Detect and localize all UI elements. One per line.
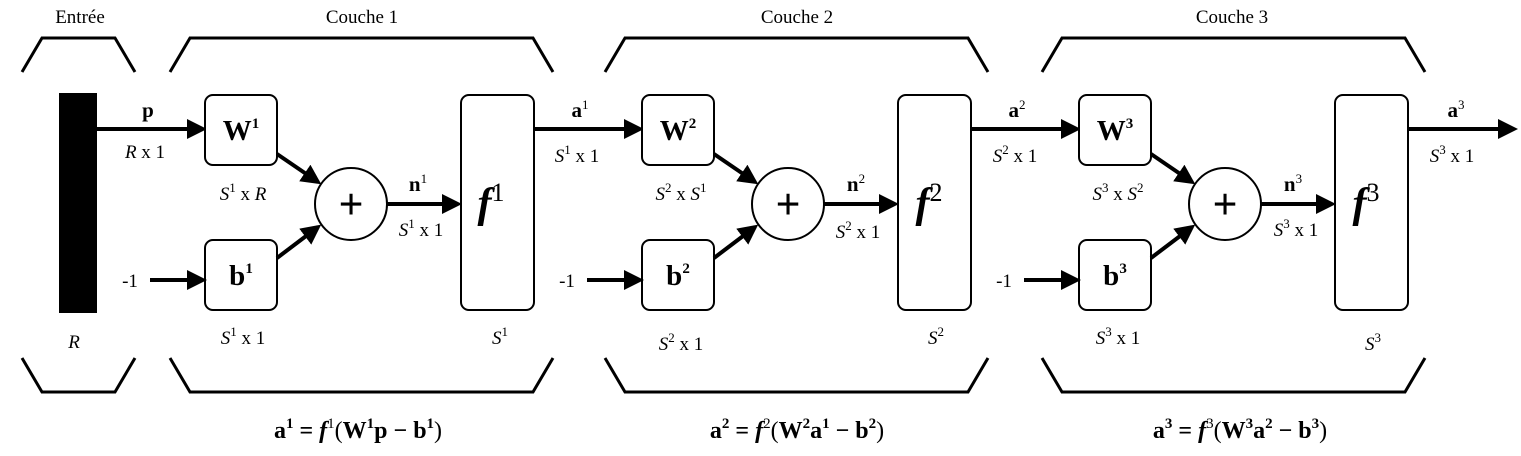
layer1-header: Couche 1 — [326, 7, 398, 28]
layer3-header: Couche 3 — [1196, 7, 1268, 28]
layer3-bias-input: -1 — [996, 271, 1012, 292]
top-brackets — [20, 36, 1427, 73]
input-bottom-bracket — [20, 357, 137, 394]
layer3: W3 S3 x S2 b3 S3 x 1 -1 + n3 S3 x 1 f3 S… — [996, 94, 1518, 444]
layer3-output-dimension: S3 x 1 — [1430, 142, 1475, 167]
layer3-transfer-function-symbol: f3 — [1353, 178, 1380, 227]
layer1-weight-dimension: S1 x R — [220, 180, 267, 205]
layer3-top-bracket — [1040, 36, 1427, 73]
layer1-net-input-dimension: S1 x 1 — [399, 216, 444, 241]
layer1-neuron-count: S1 — [492, 324, 508, 349]
layer2-neuron-count: S2 — [928, 324, 944, 349]
layer2-top-bracket — [603, 36, 990, 73]
layer2-weight-box — [641, 94, 715, 166]
layer3-net-input-dimension: S3 x 1 — [1274, 216, 1319, 241]
input-vector-bar — [59, 93, 97, 313]
layer1-weight-symbol: W1 — [223, 115, 260, 147]
layer1-transfer-function-box — [460, 94, 535, 311]
layer3-equation: a3 = f3(W3a2 − b3) — [1153, 416, 1327, 444]
layer1-output-dimension: S1 x 1 — [555, 142, 600, 167]
layer3-bias-to-sum-arrow — [1149, 224, 1196, 260]
layer3-plus-sign: + — [1212, 180, 1237, 229]
layer1-equation: a1 = f1(W1p − b1) — [274, 416, 442, 444]
layer1-top-bracket — [168, 36, 555, 73]
layer2-output-dimension: S2 x 1 — [993, 142, 1038, 167]
layer1-output-symbol: a1 — [572, 97, 589, 122]
layer2-bias-input: -1 — [559, 271, 575, 292]
layer2-net-input-symbol: n2 — [847, 171, 865, 196]
layer3-bias-symbol: b3 — [1103, 260, 1127, 292]
layer1-transfer-function-symbol: f1 — [478, 178, 505, 227]
layer2-output-symbol: a2 — [1009, 97, 1026, 122]
layer2-header: Couche 2 — [761, 7, 833, 28]
layer3-bottom-bracket — [1040, 357, 1427, 394]
layer2: W2 S2 x S1 b2 S2 x 1 -1 + n2 S2 x 1 f2 S… — [559, 94, 1081, 444]
layer2-bias-symbol: b2 — [666, 260, 690, 292]
layer1-plus-sign: + — [338, 180, 363, 229]
layer1-bias-input: -1 — [122, 271, 138, 292]
input-top-bracket — [20, 36, 137, 73]
layer3-net-input-symbol: n3 — [1284, 171, 1302, 196]
layer1-bottom-bracket — [168, 357, 555, 394]
layer2-weight-to-sum-arrow — [712, 152, 759, 185]
layer2-net-input-dimension: S2 x 1 — [836, 218, 881, 243]
layer3-transfer-function-box — [1334, 94, 1409, 311]
layer2-weight-dimension: S2 x S1 — [656, 180, 707, 205]
layer1-weight-box — [204, 94, 278, 166]
layer3-weight-dimension: S3 x S2 — [1093, 180, 1144, 205]
layer1-weight-to-sum-arrow — [275, 152, 322, 185]
input-header: Entrée — [55, 7, 105, 28]
layer3-neuron-count: S3 — [1365, 330, 1381, 355]
layer2-equation: a2 = f2(W2a1 − b2) — [710, 416, 884, 444]
layer2-weight-symbol: W2 — [660, 115, 697, 147]
layer3-bias-dimension: S3 x 1 — [1096, 324, 1141, 349]
input-symbol: p — [142, 98, 154, 122]
layer3-weight-symbol: W3 — [1097, 115, 1134, 147]
bottom-brackets — [20, 357, 1427, 394]
layer3-weight-box — [1078, 94, 1152, 166]
layer2-plus-sign: + — [775, 180, 800, 229]
input-size-label: R — [67, 332, 80, 353]
layer1-bias-to-sum-arrow — [275, 224, 322, 260]
layer2-bias-to-sum-arrow — [712, 224, 759, 260]
layer3-weight-to-sum-arrow — [1149, 152, 1196, 185]
layer2-bias-dimension: S2 x 1 — [659, 330, 704, 355]
layer2-transfer-function-symbol: f2 — [916, 178, 943, 227]
layer2-transfer-function-box — [897, 94, 972, 311]
input-dimension: R x 1 — [124, 142, 165, 163]
layer1-bias-symbol: b1 — [229, 260, 253, 292]
layer1-bias-dimension: S1 x 1 — [221, 324, 266, 349]
layer2-bottom-bracket — [603, 357, 990, 394]
layer1: W1 S1 x R b1 S1 x 1 -1 + n1 S1 x 1 f1 S1… — [122, 94, 644, 444]
layer1-net-input-symbol: n1 — [409, 171, 427, 196]
layer3-output-symbol: a3 — [1448, 97, 1465, 122]
